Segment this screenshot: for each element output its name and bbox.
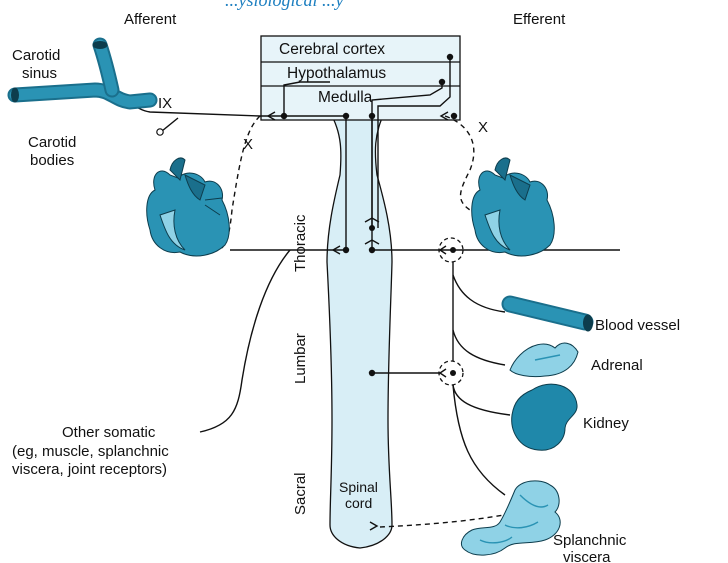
thoracic-label: Thoracic <box>292 214 309 272</box>
other-somatic-label-1: Other somatic <box>62 424 156 441</box>
nerve-x-afferent-label: X <box>243 136 253 153</box>
carotid-sinus-label-2: sinus <box>22 65 57 82</box>
synapse-dot <box>439 79 445 85</box>
lumbar-label: Lumbar <box>292 333 309 384</box>
to-splanchnic <box>453 385 505 495</box>
splanchnic-label-1: Splanchnic <box>553 532 627 549</box>
synapse-dot <box>369 225 375 231</box>
sacral-label: Sacral <box>292 472 309 515</box>
afferent-heading: Afferent <box>124 11 177 28</box>
synapse-dot <box>447 54 453 60</box>
spinal-cord-label-2: cord <box>345 495 372 511</box>
carotid-bodies-label-1: Carotid <box>28 134 76 151</box>
nerve-ix-label: IX <box>158 95 172 112</box>
adrenal-organ <box>510 343 578 377</box>
synapse-dot <box>451 113 457 119</box>
kidney-label: Kidney <box>583 415 629 432</box>
kidney-organ <box>512 384 577 450</box>
carotid-body-terminal <box>157 129 163 135</box>
synapse-chevron <box>440 369 446 377</box>
carotid-body-branch <box>162 118 178 131</box>
to-blood-vessel <box>453 275 505 312</box>
heart-efferent <box>472 158 555 256</box>
spinal-cord-label-1: Spinal <box>339 479 378 495</box>
somatic-afferent-nerve <box>200 250 290 432</box>
splanchnic-viscera-organ <box>461 481 560 555</box>
synapse-dot <box>369 247 375 253</box>
to-adrenal <box>453 330 505 365</box>
blood-vessel-organ <box>510 304 593 332</box>
synapse-dot <box>369 370 375 376</box>
other-somatic-label-3: viscera, joint receptors) <box>12 461 167 478</box>
carotid-bodies-label-2: bodies <box>30 152 74 169</box>
synapse-dot <box>450 370 456 376</box>
synapse-dot <box>450 247 456 253</box>
medulla-label: Medulla <box>318 89 373 106</box>
partial-title: ...ysiological ...y <box>225 0 343 10</box>
efferent-heading: Efferent <box>513 11 566 28</box>
synapse-dot <box>369 113 375 119</box>
hypothalamus-label: Hypothalamus <box>287 65 386 82</box>
other-somatic-label-2: (eg, muscle, splanchnic <box>12 443 169 460</box>
to-kidney <box>453 385 510 415</box>
carotid-sinus-label-1: Carotid <box>12 47 60 64</box>
blood-vessel-label: Blood vessel <box>595 317 680 334</box>
synapse-dot <box>343 247 349 253</box>
splanchnic-label-2: viscera <box>563 549 611 563</box>
heart-afferent <box>147 158 230 256</box>
adrenal-label: Adrenal <box>591 357 643 374</box>
cerebral-cortex-label: Cerebral cortex <box>279 41 385 58</box>
nerve-x-efferent-label: X <box>478 119 488 136</box>
